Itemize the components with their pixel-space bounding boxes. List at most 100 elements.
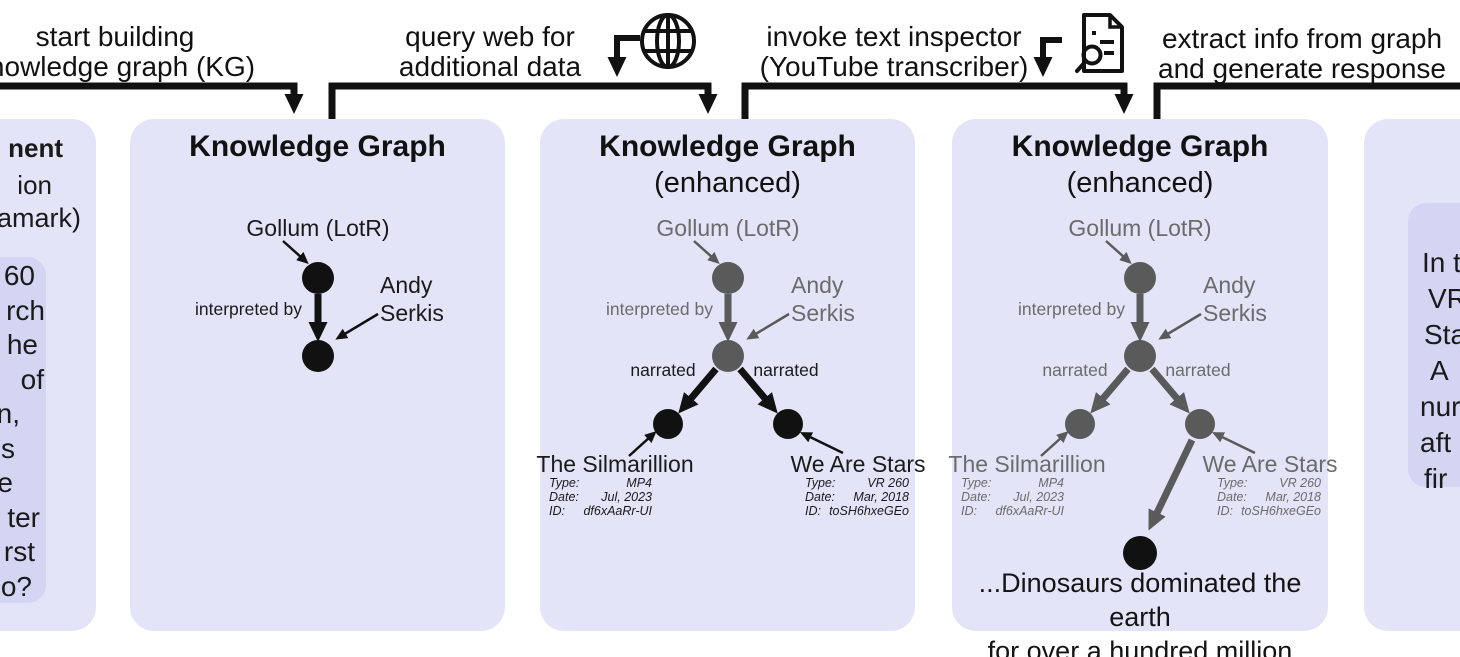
kg2-we-are-stars-metadata: Type: VR 260 Date: Mar, 2018 ID: toSH6hxeGE…	[805, 476, 909, 519]
meta-id-row: ID: df6xAaRr-UI	[549, 504, 652, 518]
response-question-fragments: In t VR Sta A nur aft fir	[1408, 245, 1460, 497]
question-fragment: n,	[0, 398, 20, 429]
kg3-edge-label-narrated-right: narrated	[1165, 360, 1231, 380]
question-fragment: 60	[3, 260, 35, 291]
question-fragment: Sta	[1424, 319, 1460, 350]
meta-date-value: Mar, 2018	[853, 490, 909, 505]
meta-date-value: Jul, 2023	[1013, 490, 1064, 505]
environment-question-box	[0, 257, 46, 603]
andy-line1: Andy	[380, 272, 433, 298]
kg2-node-label-silmarillion: The Silmarillion	[536, 451, 694, 477]
kg2-silmarillion-metadata: Type:MP4 Date: Jul, 2023 ID: df6xAaRr-UI	[549, 476, 652, 519]
panel-knowledge-graph-enhanced-1	[540, 119, 915, 631]
question-fragment: aft	[1420, 427, 1452, 458]
meta-id-label: ID:	[549, 504, 565, 519]
environment-subtitle-fragment: ion	[17, 170, 52, 200]
kg3-node-label-silmarillion: The Silmarillion	[948, 451, 1106, 477]
question-fragment: rst	[3, 536, 35, 567]
flow-arrow-3	[741, 82, 1134, 119]
flow-step-4-label: extract info from graph and generate res…	[1136, 24, 1460, 84]
meta-type-label: Type:	[805, 476, 836, 490]
flow-step-1-label: start building knowledge graph (KG)	[0, 22, 280, 82]
meta-id-row: ID: toSH6hxeGEo	[805, 504, 909, 518]
question-fragment: of	[20, 363, 44, 395]
meta-date-label: Date:	[961, 490, 991, 505]
meta-type-label: Type:	[549, 476, 580, 490]
response-question-box	[1408, 203, 1460, 487]
meta-type-value: VR 260	[1279, 476, 1321, 490]
question-fragment: he	[6, 329, 38, 360]
kg3-edge-label-narrated-left: narrated	[1042, 360, 1108, 380]
meta-date-label: Date:	[805, 490, 835, 505]
environment-source-fragment: amark)	[0, 203, 81, 233]
meta-id-label: ID:	[805, 504, 821, 519]
meta-id-value: df6xAaRr-UI	[583, 504, 652, 519]
transcript-line2: for over a hundred million years...	[987, 636, 1293, 657]
meta-type-label: Type:	[961, 476, 992, 490]
environment-question-fragments: 60 rch he of n, s e ter rst o?	[0, 259, 45, 604]
meta-id-row: ID: toSH6hxeGEo	[1217, 504, 1321, 518]
flow-step-3-line1: invoke text inspector	[766, 21, 1022, 52]
meta-date-value: Mar, 2018	[1265, 490, 1321, 505]
kg3-edge-label-interpreted-by: interpreted by	[1017, 299, 1125, 319]
question-fragment: e	[0, 467, 13, 498]
meta-type-row: Type:MP4	[549, 476, 652, 490]
transcript-line1: ...Dinosaurs dominated the earth	[978, 568, 1302, 632]
kg3-silmarillion-metadata: Type:MP4 Date:Jul, 2023 ID:df6xAaRr-UI	[961, 476, 1064, 519]
question-fragment: s	[1, 432, 15, 464]
kg1-node-label-andy-serkis: Andy Serkis	[380, 271, 444, 327]
question-fragment: VR	[1428, 283, 1460, 314]
meta-date-row: Date: Mar, 2018	[805, 490, 909, 504]
kg3-subtitle: (enhanced)	[1066, 167, 1214, 199]
meta-date-label: Date:	[549, 490, 579, 505]
flow-step-2-label: query web for additional data	[325, 22, 655, 82]
flow-step-3-line2: (YouTube transcriber)	[759, 51, 1029, 82]
meta-id-value: toSH6hxeGEo	[829, 504, 909, 519]
meta-type-label: Type:	[1217, 476, 1248, 490]
meta-type-row: Type: VR 260	[805, 476, 909, 490]
flow-arrow-1	[0, 82, 304, 114]
kg2-edge-label-narrated-left: narrated	[630, 360, 696, 380]
flow-step-4-line1: extract info from graph	[1161, 23, 1443, 54]
meta-id-label: ID:	[1217, 504, 1233, 519]
andy-line2: Serkis	[1203, 300, 1267, 326]
kg3-we-are-stars-metadata: Type: VR 260 Date:Mar, 2018 ID: toSH6hxeGE…	[1217, 476, 1321, 519]
meta-type-row: Type: VR 260	[1217, 476, 1321, 490]
meta-id-value: df6xAaRr-UI	[995, 504, 1064, 519]
meta-date-row: Date:Mar, 2018	[1217, 490, 1321, 504]
andy-line1: Andy	[1203, 272, 1256, 298]
question-fragment: o?	[0, 570, 32, 602]
flow-step-4-line2: and generate response	[1158, 53, 1446, 84]
flow-step-1-line2: knowledge graph (KG)	[0, 51, 256, 82]
kg3-transcript-text: ...Dinosaurs dominated the earth for ove…	[955, 566, 1325, 657]
meta-type-row: Type: MP4	[961, 476, 1064, 490]
meta-type-value: MP4	[1038, 476, 1064, 490]
question-fragment: In t	[1422, 247, 1460, 278]
flow-arrow-4	[1153, 82, 1460, 119]
andy-line2: Serkis	[380, 300, 444, 326]
environment-title-fragment: nent	[8, 133, 63, 163]
kg2-edge-label-interpreted-by: interpreted by	[605, 299, 713, 319]
kg3-title: Knowledge Graph	[1011, 130, 1269, 163]
question-fragment: fir	[1424, 463, 1448, 494]
meta-date-value: Jul, 2023	[601, 490, 652, 505]
kg2-subtitle: (enhanced)	[654, 167, 801, 199]
flow-step-2-line1: query web for	[405, 21, 575, 52]
kg2-title: Knowledge Graph	[599, 130, 856, 163]
question-fragment: ter	[7, 501, 40, 533]
flow-step-1-line1: start building	[35, 21, 195, 52]
kg2-node-label-andy-serkis: Andy Serkis	[791, 271, 855, 327]
andy-line1: Andy	[791, 272, 844, 298]
meta-type-value: VR 260	[867, 476, 909, 490]
kg1-title: Knowledge Graph	[189, 130, 446, 163]
kg2-node-label-gollum: Gollum (LotR)	[656, 215, 800, 241]
meta-date-row: Date: Jul, 2023	[549, 490, 652, 504]
meta-id-value: toSH6hxeGEo	[1241, 504, 1321, 519]
meta-date-row: Date: Jul, 2023	[961, 490, 1064, 504]
kg3-node-label-andy-serkis: Andy Serkis	[1203, 271, 1267, 327]
kg2-node-label-we-are-stars: We Are Stars	[790, 451, 926, 477]
andy-line2: Serkis	[791, 300, 855, 326]
kg1-node-label-gollum: Gollum (LotR)	[246, 215, 390, 241]
kg2-edge-label-narrated-right: narrated	[753, 360, 819, 380]
